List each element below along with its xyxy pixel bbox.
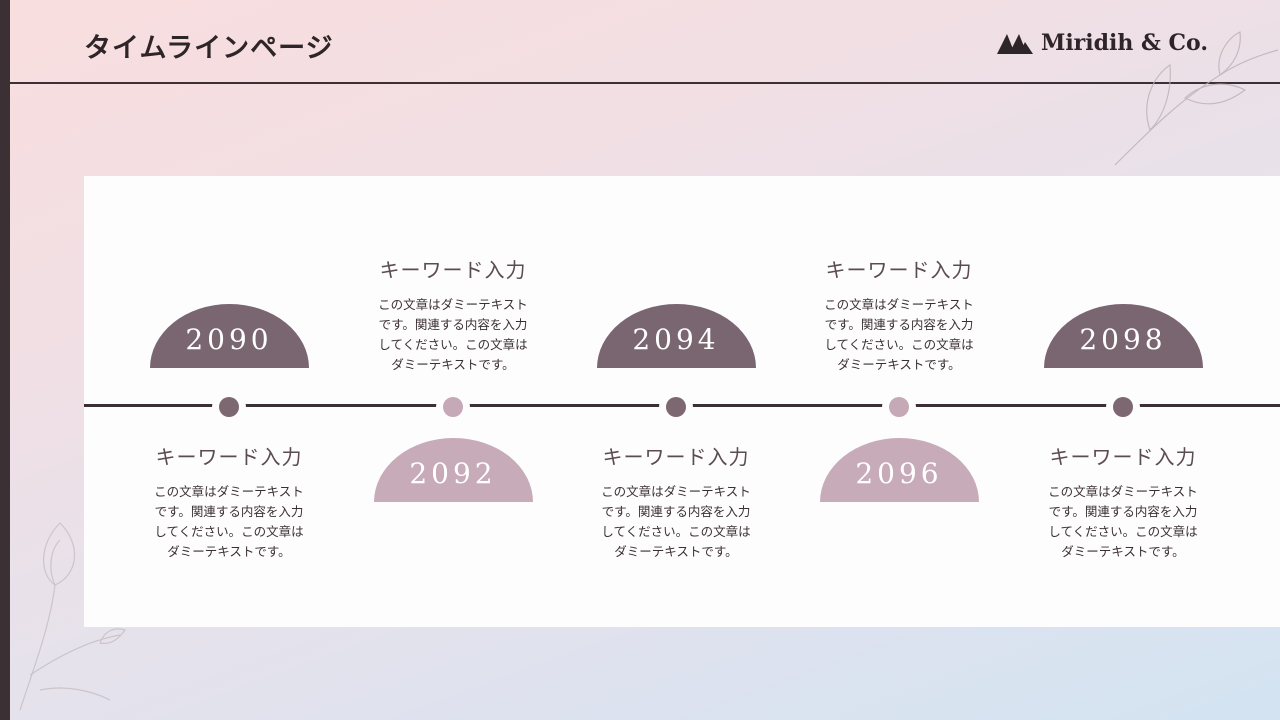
logo-text: Miridih & Co.	[1040, 30, 1208, 56]
timeline-node	[1106, 390, 1140, 424]
desc-line: です。関連する内容を入力	[601, 504, 751, 519]
desc-line: してください。この文章は	[824, 337, 974, 352]
left-accent-bar	[0, 0, 10, 720]
entry-description: この文章はダミーテキスト です。関連する内容を入力 してください。この文章は ダ…	[814, 295, 984, 375]
desc-line: です。関連する内容を入力	[154, 504, 304, 519]
timeline-node	[882, 390, 916, 424]
timeline-node	[436, 390, 470, 424]
desc-line: です。関連する内容を入力	[824, 317, 974, 332]
desc-line: この文章はダミーテキスト	[1048, 484, 1198, 499]
entry-keyword: キーワード入力	[1049, 445, 1197, 469]
entry-description: この文章はダミーテキスト です。関連する内容を入力 してください。この文章は ダ…	[1038, 482, 1208, 562]
year-badge: 2098	[1043, 304, 1203, 368]
mountain-logo-icon	[996, 34, 1033, 54]
desc-line: してください。この文章は	[601, 524, 751, 539]
desc-line: してください。この文章は	[378, 337, 528, 352]
timeline-entry: キーワード入力 この文章はダミーテキスト です。関連する内容を入力 してください…	[144, 441, 314, 562]
desc-line: ダミーテキストです。	[391, 357, 515, 372]
desc-line: してください。この文章は	[154, 524, 304, 539]
page-title: タイムラインページ	[84, 33, 334, 64]
desc-line: この文章はダミーテキスト	[378, 297, 528, 312]
desc-line: ダミーテキストです。	[837, 357, 961, 372]
desc-line: です。関連する内容を入力	[378, 317, 528, 332]
desc-line: この文章はダミーテキスト	[824, 297, 974, 312]
desc-line: してください。この文章は	[1048, 524, 1198, 539]
timeline-entry: キーワード入力 この文章はダミーテキスト です。関連する内容を入力 してください…	[814, 254, 984, 375]
timeline-node	[659, 390, 693, 424]
brand-logo: Miridih & Co.	[996, 30, 1208, 56]
timeline-entry: キーワード入力 この文章はダミーテキスト です。関連する内容を入力 してください…	[368, 254, 538, 375]
desc-line: です。関連する内容を入力	[1048, 504, 1198, 519]
desc-line: ダミーテキストです。	[1061, 544, 1185, 559]
header-divider	[10, 82, 1280, 84]
desc-line: ダミーテキストです。	[614, 544, 738, 559]
timeline-entry: キーワード入力 この文章はダミーテキスト です。関連する内容を入力 してください…	[591, 441, 761, 562]
desc-line: この文章はダミーテキスト	[154, 484, 304, 499]
timeline-node	[212, 390, 246, 424]
entry-description: この文章はダミーテキスト です。関連する内容を入力 してください。この文章は ダ…	[144, 482, 314, 562]
entry-keyword: キーワード入力	[825, 258, 973, 282]
entry-keyword: キーワード入力	[602, 445, 750, 469]
entry-description: この文章はダミーテキスト です。関連する内容を入力 してください。この文章は ダ…	[591, 482, 761, 562]
entry-keyword: キーワード入力	[155, 445, 303, 469]
desc-line: ダミーテキストです。	[167, 544, 291, 559]
entry-keyword: キーワード入力	[379, 258, 527, 282]
entry-description: この文章はダミーテキスト です。関連する内容を入力 してください。この文章は ダ…	[368, 295, 538, 375]
timeline-entry: キーワード入力 この文章はダミーテキスト です。関連する内容を入力 してください…	[1038, 441, 1208, 562]
desc-line: この文章はダミーテキスト	[601, 484, 751, 499]
